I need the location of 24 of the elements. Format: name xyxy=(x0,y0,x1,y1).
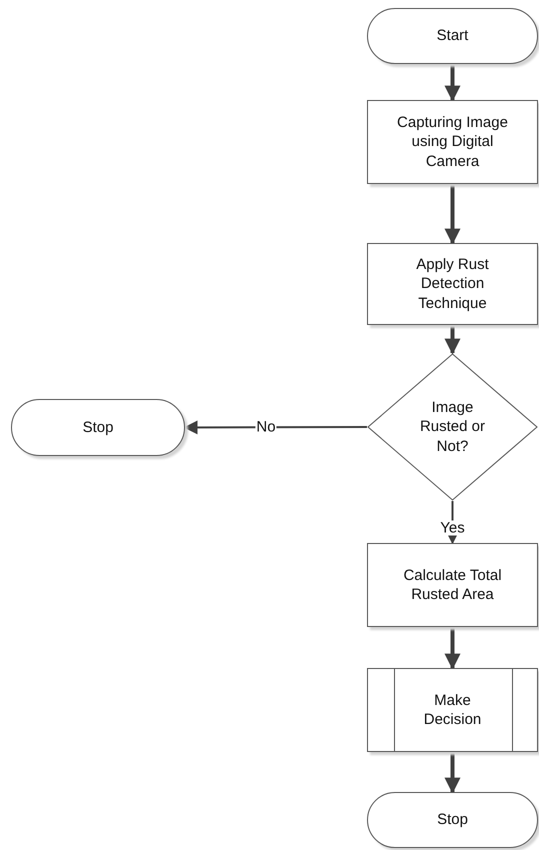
node-label: Stop xyxy=(82,418,114,438)
subprocess-box xyxy=(367,668,538,752)
edge-label: Yes xyxy=(439,520,466,536)
node-label: Calculate Total Rusted Area xyxy=(402,566,503,604)
node-label: Image Rusted or Not? xyxy=(418,398,486,456)
node-label: Apply Rust Detection Technique xyxy=(415,254,490,314)
arrow xyxy=(444,184,460,245)
terminal-pill xyxy=(367,8,538,64)
arrow xyxy=(444,64,460,102)
terminal-pill xyxy=(367,792,538,848)
arrow xyxy=(184,420,367,434)
arrow xyxy=(444,752,460,794)
node-label: Make Decision xyxy=(422,690,482,730)
node-label: Capturing Image using Digital Camera xyxy=(396,112,509,172)
node-label: Start xyxy=(436,26,468,46)
process-box xyxy=(367,543,538,627)
terminal-pill xyxy=(11,399,185,456)
process-box xyxy=(367,100,538,184)
process-box xyxy=(367,243,538,325)
node-label: Stop xyxy=(437,810,468,830)
arrow xyxy=(444,325,460,355)
decision-diamond xyxy=(367,353,538,501)
edge-label: No xyxy=(255,420,277,434)
arrow xyxy=(444,627,460,670)
